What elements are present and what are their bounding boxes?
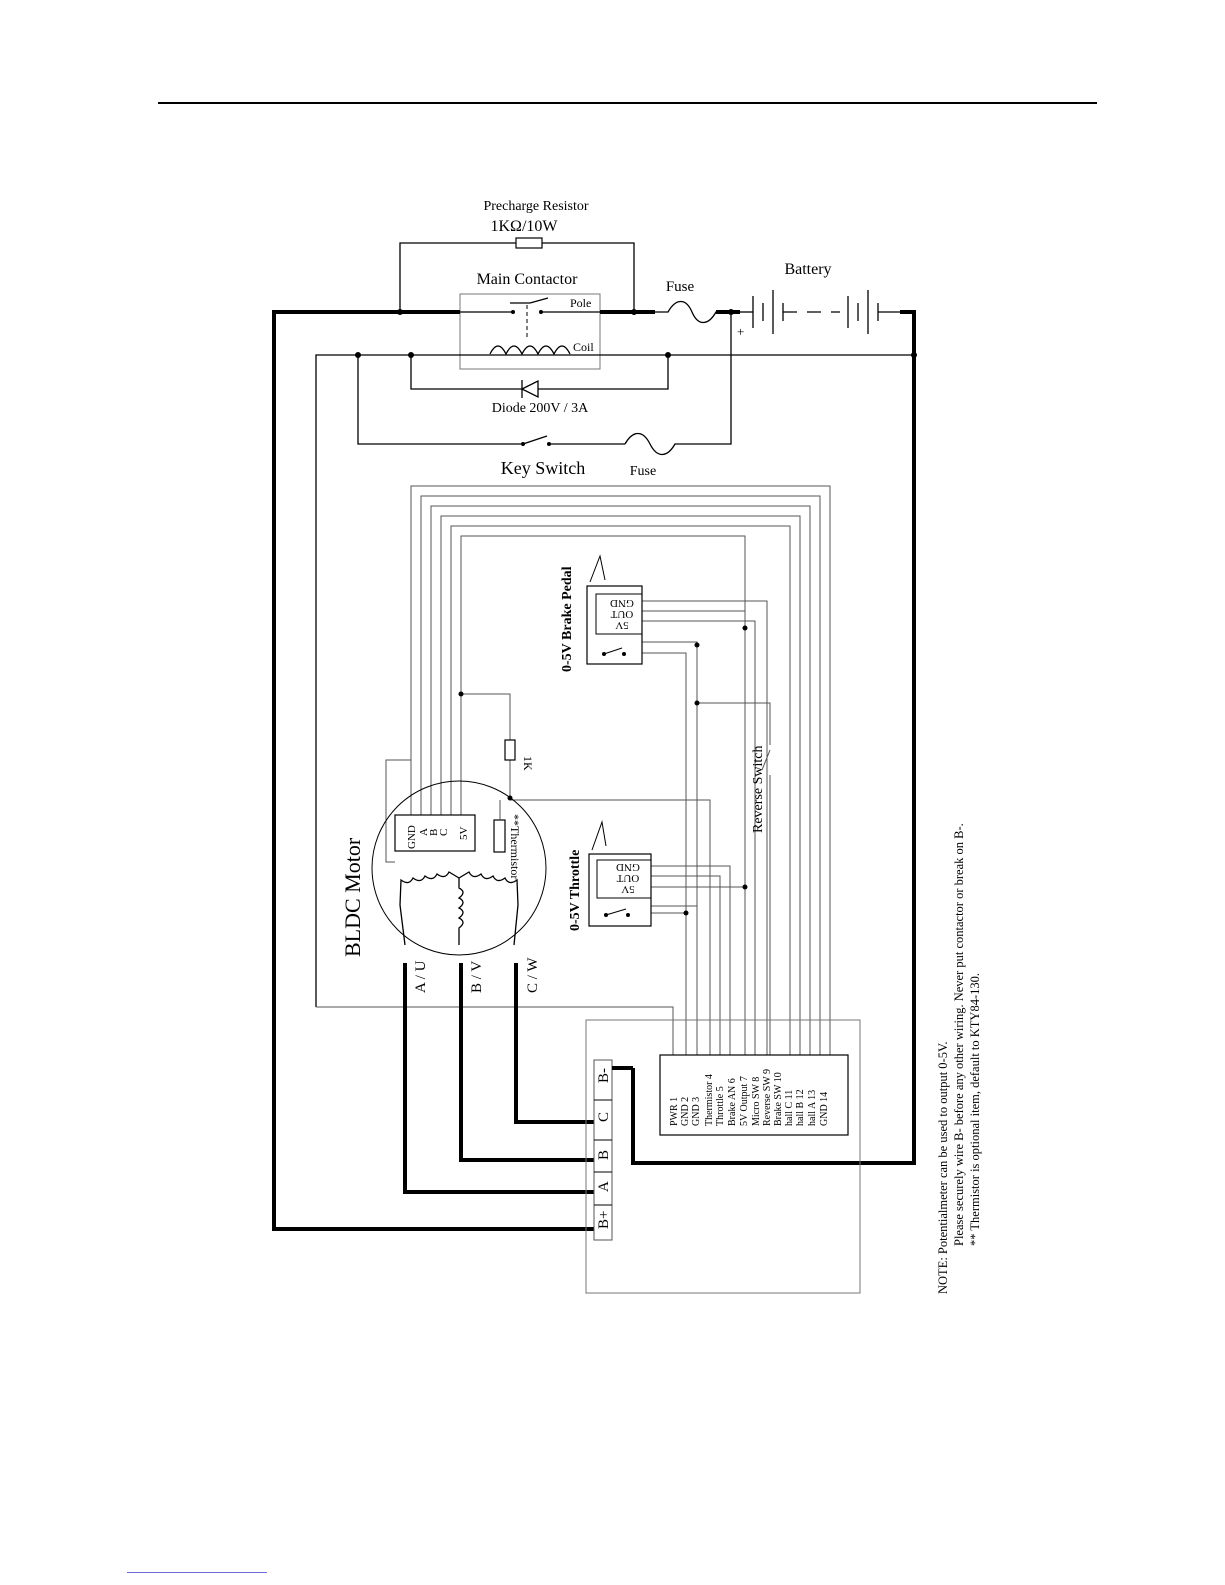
reverse-switch-label: Reverse Switch (751, 746, 766, 833)
pin-6: Brake AN 6 (727, 1078, 738, 1126)
diode-label: Diode 200V / 3A (492, 401, 589, 416)
pin-13: hall A 13 (807, 1090, 818, 1126)
throttle-pot-5v: 5V (621, 883, 635, 895)
pin-12: hall B 12 (795, 1089, 806, 1126)
hall-b: B (428, 829, 440, 836)
phase-c-label: C / W (525, 957, 541, 993)
pin-7: 5V Output 7 (739, 1076, 750, 1126)
battery-label: Battery (784, 261, 831, 278)
bldc-motor: GND A B C 5V **Thermistor BLDC Motor A /… (340, 780, 547, 993)
pin-1: PWR 1 (669, 1097, 680, 1126)
resistor-1k (504, 739, 516, 761)
b-plus-bus (272, 309, 655, 1231)
pin-10: Brake SW 10 (773, 1072, 784, 1126)
main-contactor-label: Main Contactor (477, 271, 579, 288)
signal-harness (316, 485, 831, 1055)
bldc-motor-label: BLDC Motor (340, 837, 365, 957)
hall-a: A (418, 828, 430, 836)
phase-a-label: A / U (413, 960, 429, 993)
hall-5v: 5V (458, 827, 470, 841)
footer-link-underline (127, 1572, 267, 1573)
notes: NOTE: Potentialmeter can be used to outp… (936, 823, 982, 1294)
brake-pot-gnd: GND (610, 597, 634, 609)
battery: Battery + (631, 261, 917, 1165)
precharge-resistor: Precharge Resistor 1KΩ/10W (399, 199, 635, 312)
throttle-label: 0-5V Throttle (568, 850, 583, 931)
precharge-title: Precharge Resistor (483, 199, 588, 214)
terminal-b: B (596, 1150, 612, 1160)
brake-pedal: 5V OUT GND 0-5V Brake Pedal (560, 554, 643, 672)
throttle-pot-out: OUT (616, 872, 639, 884)
pin-3: GND 3 (691, 1097, 702, 1126)
brake-pot-5v: 5V (615, 619, 629, 631)
main-contactor: Main Contactor Pole Coil (459, 271, 601, 370)
note-line-1: NOTE: Potentialmeter can be used to outp… (936, 1042, 950, 1295)
thermistor-label: **Thermistor (508, 814, 522, 879)
pin-11: hall C 11 (784, 1090, 795, 1126)
pin-2: GND 2 (680, 1097, 691, 1126)
fuse-main-label: Fuse (666, 279, 695, 295)
pin-8: Micro SW 8 (751, 1077, 762, 1126)
controller: B+ A B C B- PWR 1 GND 2 GND 3 Thermistor… (585, 1019, 861, 1294)
controller-pin-labels: PWR 1 GND 2 GND 3 Thermistor 4 Throttle … (669, 1069, 830, 1126)
hall-gnd: GND (406, 825, 418, 849)
throttle-pot-gnd: GND (616, 861, 640, 873)
precharge-value: 1KΩ/10W (491, 218, 559, 235)
battery-plus: + (737, 324, 744, 339)
main-fuse: Fuse (655, 279, 740, 324)
throttle: 5V OUT GND 0-5V Throttle (568, 820, 652, 931)
phase-wires (403, 963, 594, 1194)
terminal-b-plus: B+ (596, 1211, 612, 1229)
resistor-1k-label: 1K (521, 756, 535, 771)
terminal-a: A (596, 1181, 612, 1192)
note-line-3: ** Thermistor is optional item, default … (968, 973, 982, 1246)
key-switch-label: Key Switch (501, 458, 586, 478)
phase-b-label: B / V (469, 961, 485, 993)
note-line-2: Please securely wire B- before any other… (952, 823, 966, 1246)
terminal-b-minus: B- (596, 1068, 612, 1083)
hall-c: C (438, 829, 450, 836)
brake-pedal-label: 0-5V Brake Pedal (560, 566, 575, 672)
coil-circuit: Diode 200V / 3A Key Switch Fuse (315, 309, 914, 1007)
fuse-key-label: Fuse (630, 464, 656, 479)
pin-14: GND 14 (819, 1092, 830, 1126)
brake-pot-out: OUT (610, 608, 633, 620)
power-terminal-strip: B+ A B C B- (593, 1059, 613, 1241)
pin-5: Throttle 5 (715, 1086, 726, 1126)
terminal-c: C (596, 1112, 612, 1122)
coil-label: Coil (573, 340, 594, 354)
pole-label: Pole (570, 296, 591, 310)
pin-9: Reverse SW 9 (762, 1069, 773, 1126)
pin-4: Thermistor 4 (704, 1074, 715, 1126)
